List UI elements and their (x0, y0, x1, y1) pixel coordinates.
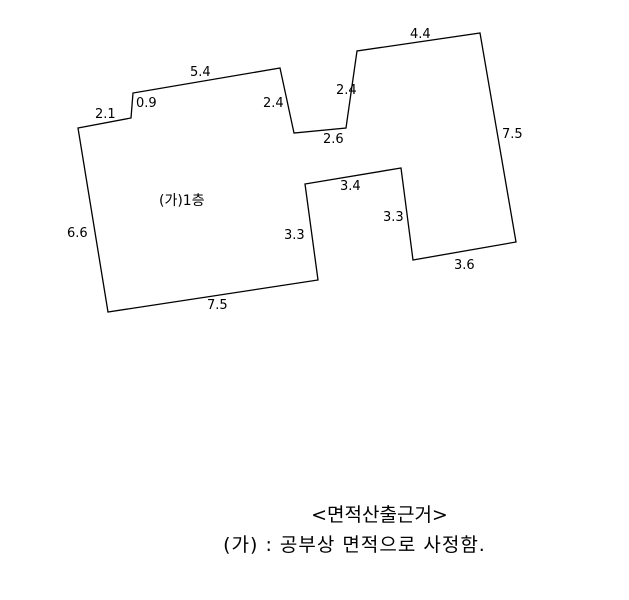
dim-label-2-4-right: 2.4 (336, 83, 357, 98)
room-label: (가)1층 (159, 193, 205, 209)
dim-label-2-4-left: 2.4 (263, 96, 284, 111)
area-basis-caption: <면적산출근거> (가) : 공부상 면적으로 사정함. (0, 500, 629, 560)
dim-label-3-4: 3.4 (340, 179, 361, 194)
dim-label-7-5-bottom: 7.5 (207, 298, 228, 313)
dim-label-2-6: 2.6 (323, 132, 344, 147)
area-basis-title: <면적산출근거> (311, 504, 448, 526)
dim-label-7-5-right: 7.5 (502, 127, 523, 142)
dim-label-3-3-left: 3.3 (284, 228, 305, 243)
dim-label-2-1: 2.1 (95, 107, 116, 122)
floor-plan-outline (77, 32, 517, 313)
dim-label-3-3-inner: 3.3 (383, 210, 404, 225)
area-basis-note: (가) : 공부상 면적으로 사정함. (223, 534, 486, 556)
dim-label-3-6: 3.6 (454, 258, 475, 273)
dim-label-6-6: 6.6 (67, 226, 88, 241)
dim-label-4-4: 4.4 (410, 27, 431, 42)
dim-label-0-9: 0.9 (136, 96, 157, 111)
dim-label-5-4: 5.4 (190, 65, 211, 80)
